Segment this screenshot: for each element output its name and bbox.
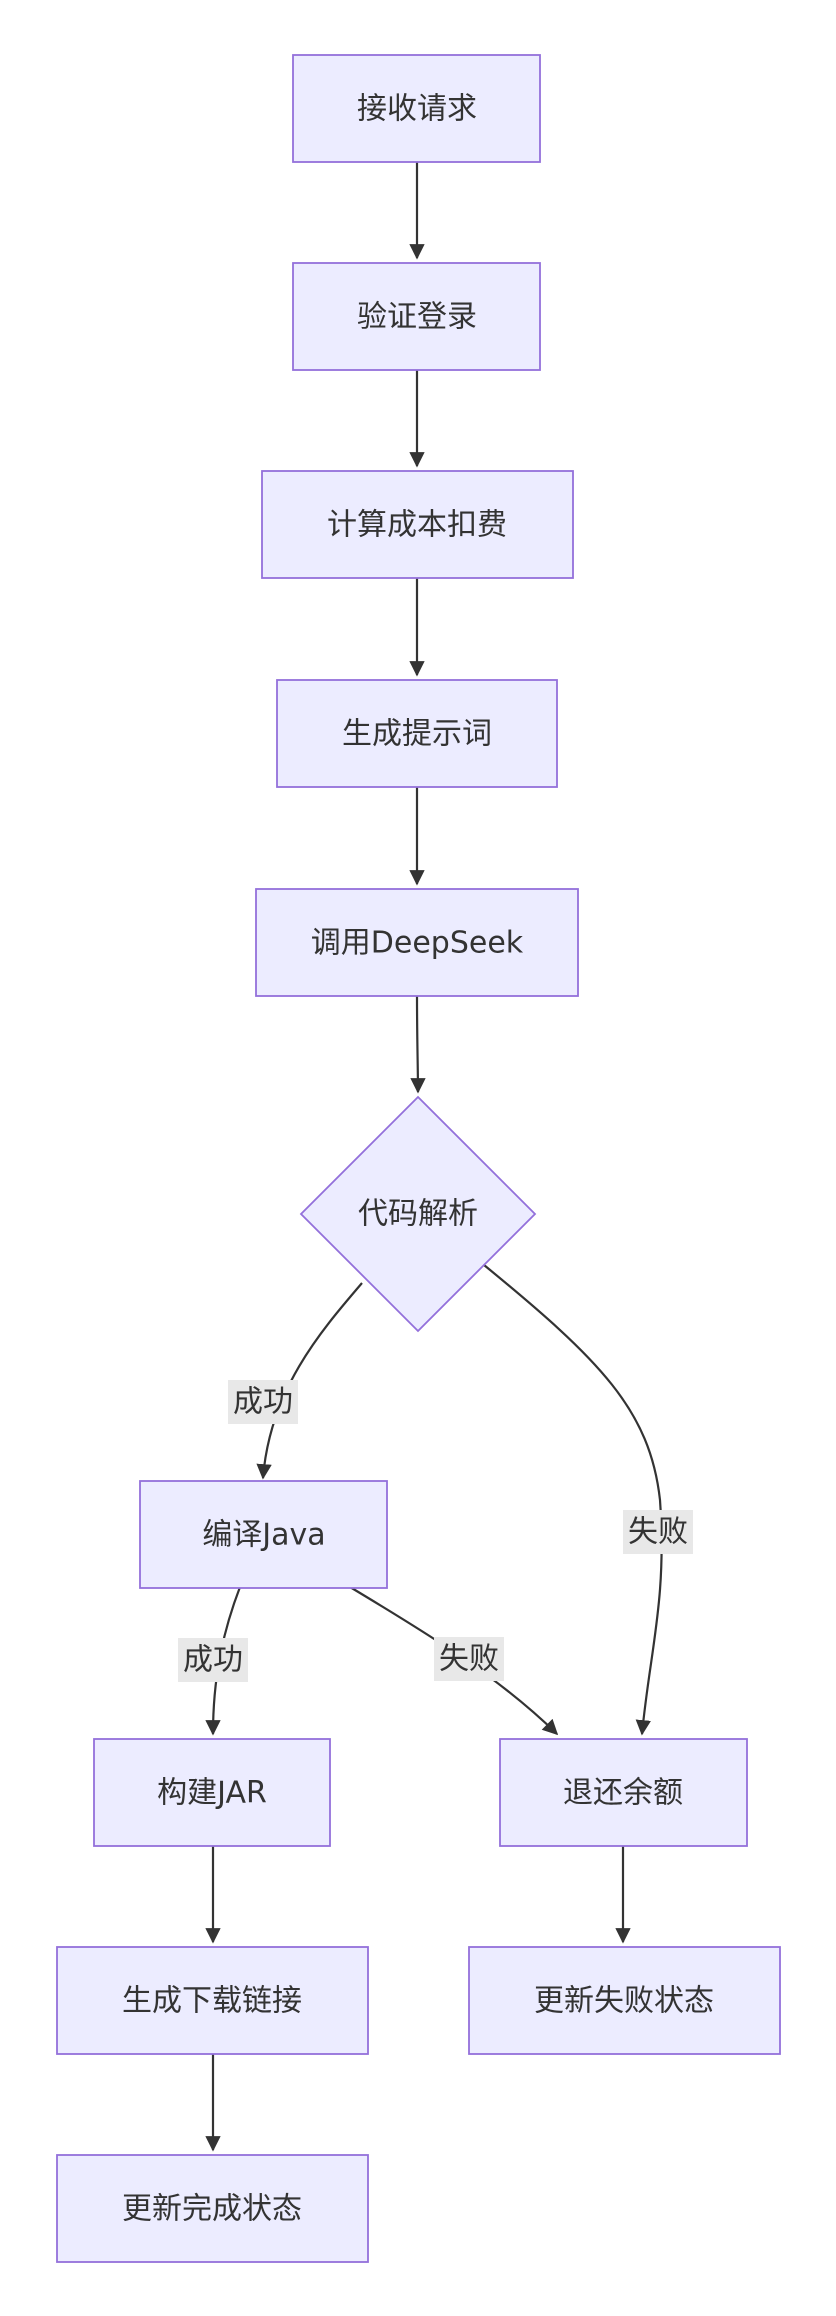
node-update-fail-status: 更新失败状态	[468, 1946, 781, 2055]
node-compile-java: 编译Java	[139, 1480, 388, 1589]
node-verify-login: 验证登录	[292, 262, 541, 371]
edge-label-parse-fail-text: 失败	[628, 1515, 688, 1550]
node-verify-login-label: 验证登录	[357, 300, 477, 335]
node-generate-prompt-label: 生成提示词	[342, 717, 492, 752]
edge-call-parse	[410, 995, 426, 1094]
node-build-jar-label: 构建JAR	[157, 1776, 267, 1811]
node-refund-balance-label: 退还余额	[563, 1776, 683, 1811]
node-code-parse: 代码解析	[299, 1095, 537, 1333]
node-call-deepseek: 调用DeepSeek	[255, 888, 579, 997]
edge-parse-compile	[256, 1282, 363, 1480]
node-update-done-status: 更新完成状态	[56, 2154, 369, 2263]
node-calc-cost: 计算成本扣费	[261, 470, 574, 579]
node-update-fail-status-label: 更新失败状态	[534, 1984, 714, 2019]
node-generate-download-link-label: 生成下载链接	[122, 1984, 302, 2019]
edge-parse-refund	[483, 1264, 663, 1736]
node-generate-download-link: 生成下载链接	[56, 1946, 369, 2055]
node-code-parse-label: 代码解析	[358, 1197, 478, 1232]
edge-label-parse-success-text: 成功	[233, 1385, 293, 1420]
edge-label-parse-fail: 失败	[623, 1510, 693, 1554]
edge-label-parse-success: 成功	[228, 1380, 298, 1424]
edge-label-compile-fail-text: 失败	[439, 1642, 499, 1677]
node-update-done-status-label: 更新完成状态	[122, 2192, 302, 2227]
node-receive-request-label: 接收请求	[357, 92, 477, 127]
edge-label-compile-success: 成功	[178, 1638, 248, 1682]
node-generate-prompt: 生成提示词	[276, 679, 558, 788]
node-compile-java-label: 编译Java	[202, 1518, 325, 1553]
node-receive-request: 接收请求	[292, 54, 541, 163]
node-calc-cost-label: 计算成本扣费	[327, 508, 507, 543]
edge-label-compile-fail: 失败	[434, 1637, 504, 1681]
node-build-jar: 构建JAR	[93, 1738, 331, 1847]
edge-label-compile-success-text: 成功	[183, 1643, 243, 1678]
node-refund-balance: 退还余额	[499, 1738, 748, 1847]
node-call-deepseek-label: 调用DeepSeek	[311, 926, 524, 961]
